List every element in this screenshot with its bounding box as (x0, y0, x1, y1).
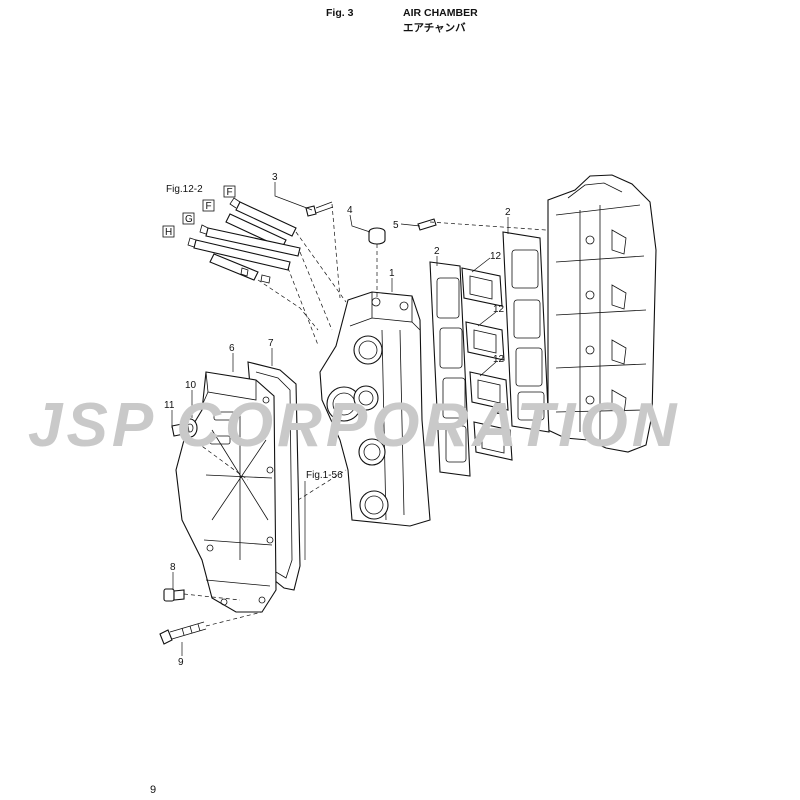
box-label-f1: F (227, 187, 233, 198)
callout-12-d: 12 (495, 406, 507, 417)
hose-group (187, 197, 301, 284)
plug-part-11 (171, 423, 190, 437)
ref-fig-1-56: Fig.1-56 (306, 470, 343, 481)
callout-6: 6 (229, 343, 235, 354)
callout-7: 7 (268, 338, 274, 349)
figure-number: Fig. 3 (326, 7, 354, 19)
ref-fig-12-2: Fig.12-2 (166, 184, 203, 195)
page-number: 9 (150, 784, 157, 796)
callout-2-right: 2 (505, 207, 511, 218)
callout-5: 5 (393, 220, 399, 231)
leader-lines (171, 182, 547, 656)
title-japanese: エアチャンバ (403, 22, 466, 34)
callout-3: 3 (272, 172, 278, 183)
callout-12-a: 12 (490, 251, 502, 262)
callout-1: 1 (389, 268, 395, 279)
air-chamber-body (319, 291, 431, 527)
callout-11: 11 (164, 400, 175, 411)
callout-8: 8 (170, 562, 176, 573)
gasket-right (502, 231, 550, 433)
bolt-part-9 (159, 621, 207, 645)
callout-2-left: 2 (434, 246, 440, 257)
box-label-h: H (165, 227, 172, 238)
bolt-part-8 (163, 588, 185, 602)
air-chamber-cover (175, 371, 277, 613)
pin-part-5 (417, 218, 437, 231)
callout-9: 9 (178, 657, 184, 668)
watermark-text: JSP CORPORATION (28, 391, 681, 460)
callout-12-b: 12 (493, 304, 505, 315)
reed-valve-assemblies (461, 267, 513, 461)
gasket-left (429, 261, 471, 477)
callout-numbers: 1 2 2 3 4 5 6 7 8 9 10 11 12 12 12 12 (164, 172, 511, 668)
callout-12-c: 12 (493, 354, 505, 365)
callout-10: 10 (185, 380, 197, 391)
box-label-f2: F (206, 201, 212, 212)
box-label-g: G (185, 214, 193, 225)
engine-block (547, 174, 657, 453)
hose-reference-boxes: F F G H (162, 185, 236, 238)
callout-4: 4 (347, 205, 353, 216)
title-english: AIR CHAMBER (403, 7, 478, 19)
plug-part-4 (368, 227, 386, 245)
